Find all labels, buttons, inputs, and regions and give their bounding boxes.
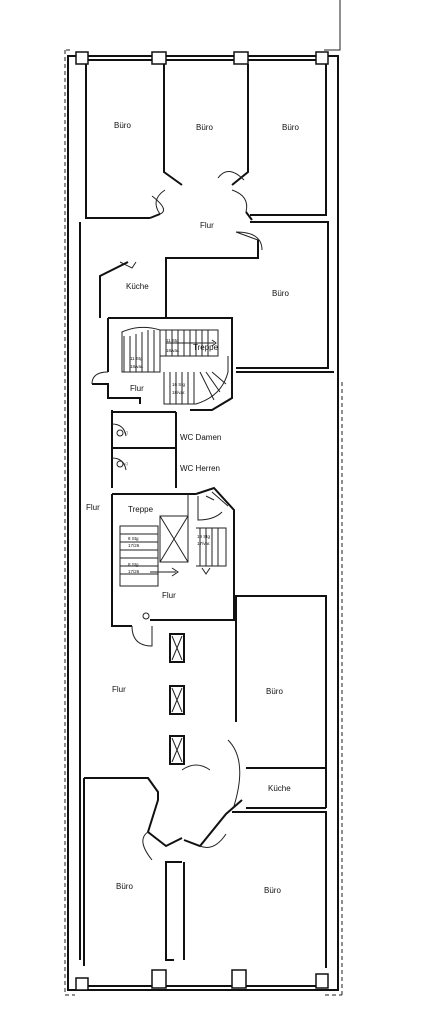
label-flur-lower: Flur: [112, 685, 126, 694]
stair-core-mid: [111, 486, 235, 647]
label-wc-damen: WC Damen: [180, 433, 221, 442]
label-buero-2: Büro: [196, 123, 213, 132]
label-kueche-low: Küche: [268, 784, 291, 793]
label-flur-mid: Flur: [162, 591, 176, 600]
stair-annotations: 11 Stg 18/var. 11 Stg 18/var. 16 Stg 18/…: [128, 338, 211, 574]
label-buero-3: Büro: [282, 123, 299, 132]
note-top-b1: 11 Stg: [130, 356, 143, 361]
room-labels: Büro Büro Büro Flur Büro Küche Treppe Fl…: [86, 121, 299, 895]
kitchen-top: [99, 261, 137, 318]
label-kueche-top: Küche: [126, 282, 149, 291]
label-buero-7: Büro: [264, 886, 281, 895]
label-buero-6: Büro: [116, 882, 133, 891]
exterior-walls: [67, 51, 339, 991]
note-top-c2: 18/var.: [172, 390, 186, 395]
label-treppe-top: Treppe: [193, 343, 219, 352]
note-top-b2: 18/var.: [130, 364, 144, 369]
label-flur-top: Flur: [200, 221, 214, 230]
label-buero-4: Büro: [272, 289, 289, 298]
note-top-a2: 18/var.: [166, 348, 180, 353]
lower-offices: [83, 764, 327, 968]
top-offices: [85, 64, 327, 221]
upper-right-office: [79, 221, 334, 960]
wc-block: ◁ ◁: [111, 410, 177, 488]
note-mid-b1: 8 Stg: [128, 562, 139, 567]
label-flur-left: Flur: [86, 503, 100, 512]
outer-outline: [64, 0, 343, 996]
stair-core-top: [91, 317, 233, 411]
service-shafts: [169, 633, 185, 765]
note-mid-b2: 17/26: [128, 569, 140, 574]
label-buero-5: Büro: [266, 687, 283, 696]
label-flur-stair: Flur: [130, 384, 144, 393]
note-top-c1: 16 Stg: [172, 382, 186, 387]
note-mid-a1: 8 Stg: [128, 536, 139, 541]
svg-text:◁: ◁: [124, 430, 128, 435]
note-top-a1: 11 Stg: [166, 338, 179, 343]
svg-text:◁: ◁: [124, 461, 128, 466]
label-treppe-mid: Treppe: [128, 505, 154, 514]
note-mid-c2: 17/var.: [197, 541, 211, 546]
note-mid-a2: 17/26: [128, 543, 140, 548]
note-mid-c1: 19 Stg: [197, 534, 211, 539]
lower-right-office: [227, 595, 327, 809]
label-buero-1: Büro: [114, 121, 131, 130]
label-wc-herren: WC Herren: [180, 464, 220, 473]
